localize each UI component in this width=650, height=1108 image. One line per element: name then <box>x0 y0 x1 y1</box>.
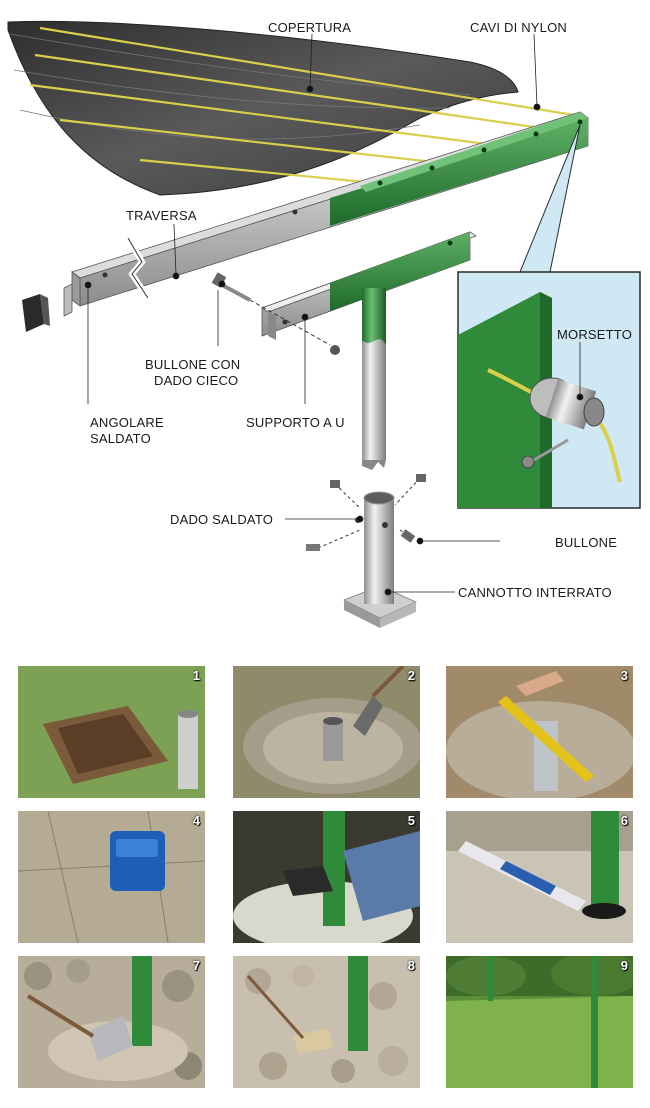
leader-lines <box>84 33 584 596</box>
label-traversa: TRAVERSA <box>126 208 197 223</box>
step-number: 5 <box>407 813 415 828</box>
label-angolare-1: ANGOLARE <box>90 415 164 430</box>
label-dado-saldato: DADO SALDATO <box>170 512 274 527</box>
clamp-detail-callout <box>457 124 641 509</box>
step-photo-8: 8 <box>233 956 420 1088</box>
step-photo-6: 6 <box>446 811 633 943</box>
label-bullone-dado-2: DADO CIECO <box>154 373 239 388</box>
label-supporto: SUPPORTO A U <box>246 415 345 430</box>
step-photo-4: 4 <box>18 811 205 943</box>
step-number: 4 <box>192 813 200 828</box>
step-number: 2 <box>407 668 415 683</box>
step-photo-5: 5 <box>233 811 420 943</box>
step-number: 6 <box>620 813 628 828</box>
cap-bolt <box>211 272 340 355</box>
exploded-diagram <box>7 20 641 628</box>
step-photo-1: 1 <box>18 666 205 798</box>
crossbar <box>63 111 589 317</box>
step-photo-7: 7 <box>18 956 205 1088</box>
label-bullone-dado-1: BULLONE CON <box>145 357 241 372</box>
label-cannotto: CANNOTTO INTERRATO <box>458 585 612 600</box>
step-number: 1 <box>192 668 200 683</box>
label-copertura: COPERTURA <box>268 20 352 35</box>
ground-sleeve <box>306 474 426 628</box>
step-number: 9 <box>620 958 628 973</box>
end-cap <box>22 294 50 332</box>
u-support <box>261 231 477 340</box>
step-number: 8 <box>407 958 415 973</box>
label-angolare-2: SALDATO <box>90 431 151 446</box>
label-morsetto: MORSETTO <box>557 327 633 342</box>
step-photo-2: 2 <box>233 666 420 798</box>
step-number: 7 <box>192 958 200 973</box>
label-cavi-nylon: CAVI DI NYLON <box>470 20 567 35</box>
label-bullone: BULLONE <box>555 535 618 550</box>
step-photo-3: 3 <box>446 666 633 798</box>
vertical-pole <box>362 288 386 470</box>
step-photo-9: 9 <box>446 956 633 1088</box>
step-number: 3 <box>620 668 628 683</box>
